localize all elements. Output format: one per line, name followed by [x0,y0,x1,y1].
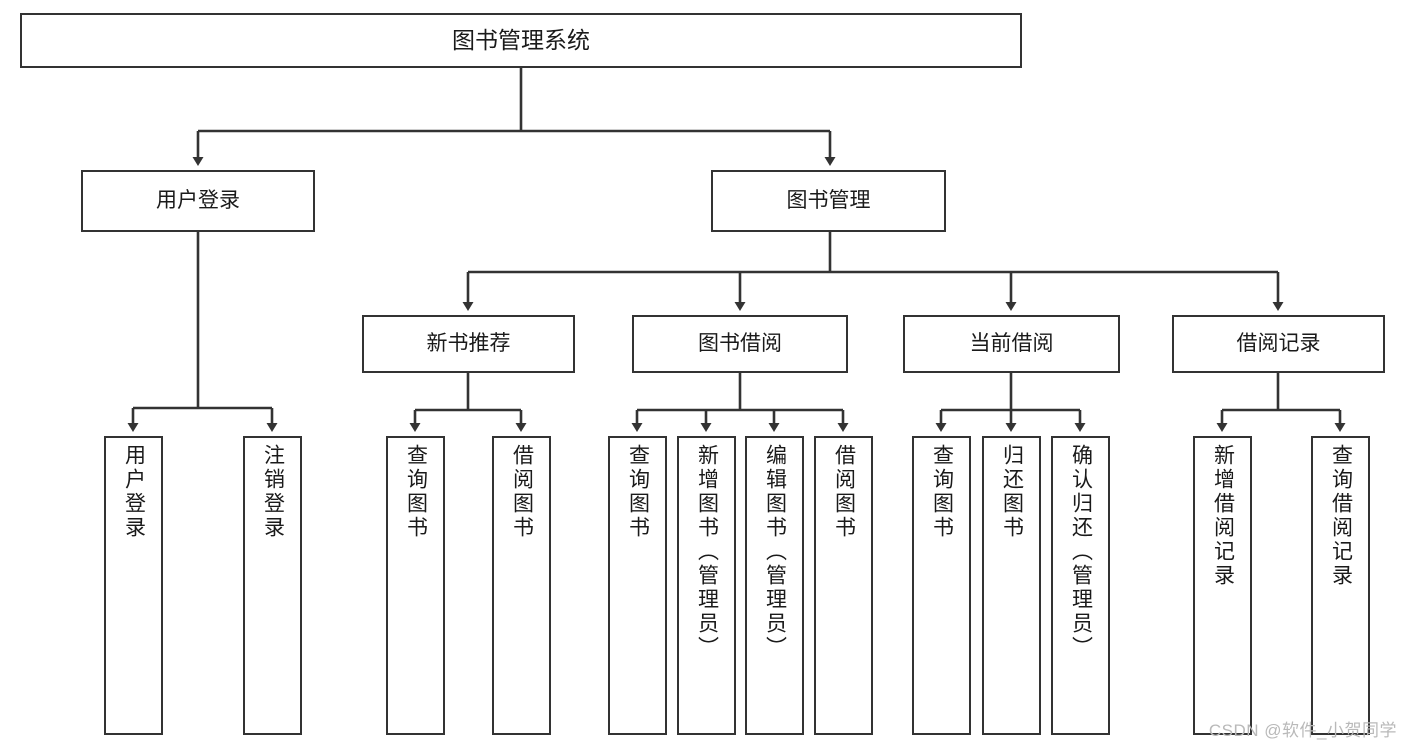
node-leaf-query-book-1-label: 查询图书 [404,444,428,540]
node-user-login-label: 用户登录 [156,188,240,212]
node-leaf-query-book-3-label: 查询图书 [930,444,954,540]
node-leaf-borrow-book-2-label: 借阅图书 [832,444,856,540]
node-root[interactable]: 图书管理系统 [20,13,1022,68]
node-leaf-edit-book-label: 编辑图书（管理员） [763,444,787,660]
node-leaf-borrow-book-1-label: 借阅图书 [510,444,534,540]
node-leaf-logout-label: 注销登录 [261,444,285,540]
node-leaf-user-login-label: 用户登录 [122,444,146,540]
node-leaf-query-book-1[interactable]: 查询图书 [386,436,445,735]
node-new-book-recommend[interactable]: 新书推荐 [362,315,575,373]
node-leaf-confirm-return-label: 确认归还（管理员） [1069,444,1093,660]
node-leaf-edit-book[interactable]: 编辑图书（管理员） [745,436,804,735]
node-leaf-logout[interactable]: 注销登录 [243,436,302,735]
node-leaf-query-book-2-label: 查询图书 [626,444,650,540]
node-leaf-query-book-3[interactable]: 查询图书 [912,436,971,735]
node-book-management[interactable]: 图书管理 [711,170,946,232]
node-root-label: 图书管理系统 [452,26,590,53]
node-leaf-add-borrow-record[interactable]: 新增借阅记录 [1193,436,1252,735]
node-current-borrow[interactable]: 当前借阅 [903,315,1120,373]
node-leaf-add-borrow-record-label: 新增借阅记录 [1211,444,1235,588]
node-leaf-return-book[interactable]: 归还图书 [982,436,1041,735]
node-book-borrow-label: 图书借阅 [698,331,782,355]
node-leaf-add-book[interactable]: 新增图书（管理员） [677,436,736,735]
node-new-book-recommend-label: 新书推荐 [426,331,511,355]
node-leaf-query-borrow-record[interactable]: 查询借阅记录 [1311,436,1370,735]
node-book-borrow[interactable]: 图书借阅 [632,315,848,373]
node-book-management-label: 图书管理 [786,188,871,212]
node-borrow-records-label: 借阅记录 [1236,331,1321,355]
node-borrow-records[interactable]: 借阅记录 [1172,315,1385,373]
node-leaf-user-login[interactable]: 用户登录 [104,436,163,735]
node-leaf-add-book-label: 新增图书（管理员） [695,444,719,660]
node-leaf-return-book-label: 归还图书 [1000,444,1024,540]
node-leaf-query-book-2[interactable]: 查询图书 [608,436,667,735]
node-leaf-borrow-book-1[interactable]: 借阅图书 [492,436,551,735]
node-leaf-confirm-return[interactable]: 确认归还（管理员） [1051,436,1110,735]
node-current-borrow-label: 当前借阅 [969,331,1054,355]
node-user-login[interactable]: 用户登录 [81,170,315,232]
node-leaf-borrow-book-2[interactable]: 借阅图书 [814,436,873,735]
node-leaf-query-borrow-record-label: 查询借阅记录 [1329,444,1353,588]
